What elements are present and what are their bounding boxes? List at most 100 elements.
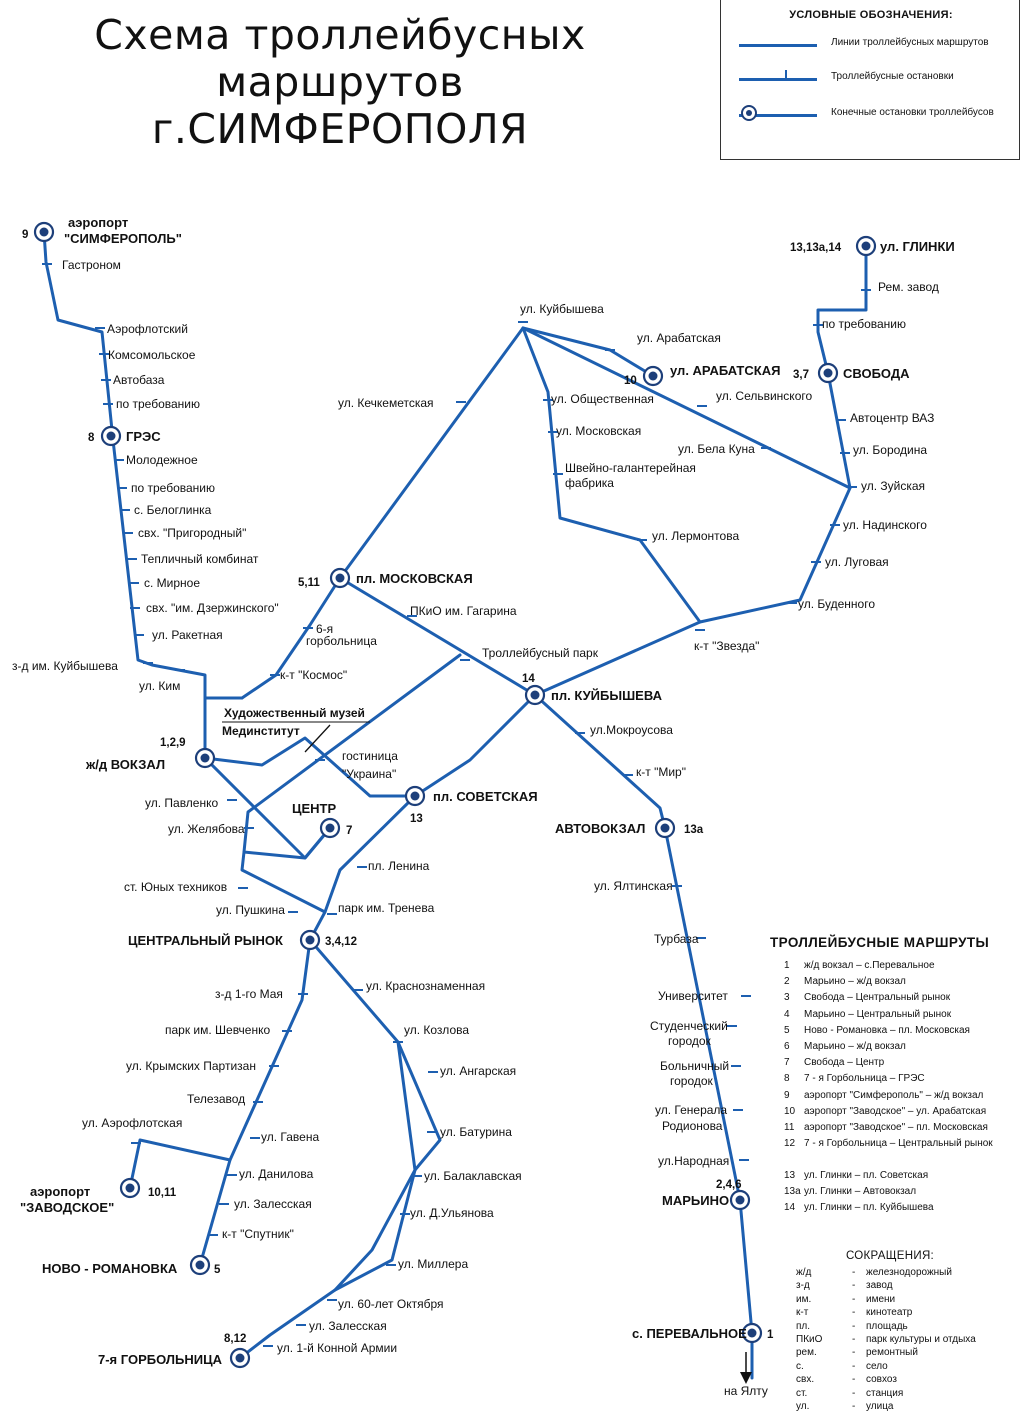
stop-label: ул. Генерала	[655, 1103, 727, 1117]
terminal-dot-icon	[200, 753, 210, 763]
stop-label: Студенческий	[650, 1019, 728, 1033]
route-description: Марьино – Центральный рынок	[804, 1008, 952, 1020]
terminal-marino	[729, 1189, 751, 1211]
route-number: 11	[784, 1121, 795, 1133]
terminal-route-numbers: 8	[88, 432, 95, 444]
terminal-line-symbol	[739, 114, 817, 117]
stop-label: парк им. Тренева	[338, 901, 435, 915]
stop-label: Комсомольское	[108, 348, 196, 362]
route-number: 1	[784, 960, 790, 971]
stop-label: ул. Пушкина	[216, 903, 285, 917]
terminal-route-numbers: 1,2,9	[160, 737, 186, 749]
stop-label: по требованию	[116, 397, 200, 411]
abbreviation-item: пл.-площадь	[790, 1320, 1020, 1333]
stop-label: Молодежное	[126, 453, 198, 467]
route-number: 8	[784, 1073, 790, 1085]
terminal-route-numbers: 1	[767, 1329, 774, 1341]
abbreviation-item: с.-село	[790, 1360, 1020, 1373]
abbreviation-value: село	[866, 1360, 888, 1372]
terminal-dot-icon	[823, 368, 833, 378]
stop-label: фабрика	[565, 476, 614, 490]
terminal-dot-icon	[125, 1183, 135, 1193]
stop-label: на Ялту	[724, 1384, 768, 1398]
abbreviation-value: совхоз	[866, 1374, 897, 1386]
route-number: 2	[784, 976, 790, 988]
stop-label: ул. Сельвинского	[716, 389, 812, 403]
line-moskovskaya-to-kuibysheva-st	[338, 326, 525, 580]
route-number: 4	[784, 1008, 790, 1020]
stop-label: ул. Ялтинская	[594, 879, 673, 893]
stop-label: по требованию	[131, 481, 215, 495]
terminal-label: пл. СОВЕТСКАЯ	[433, 789, 538, 804]
line-kuibysheva-st-to-lermontova	[521, 326, 702, 624]
stop-label: ул. Данилова	[239, 1167, 314, 1181]
route-description: аэропорт "Симферополь" – ж/д вокзал	[804, 1089, 984, 1101]
abbreviation-key: ул.	[796, 1400, 810, 1412]
abbreviation-item: ПКиО-парк культуры и отдыха	[790, 1333, 1020, 1346]
terminal-dot-icon	[410, 791, 420, 801]
stop-label: ул. Залесская	[234, 1197, 312, 1211]
abbreviation-value: завод	[866, 1280, 893, 1292]
terminal-dot-icon	[305, 935, 315, 945]
terminal-dot-icon	[195, 1260, 205, 1270]
terminal-airport-simf	[33, 221, 55, 243]
stop-label: ул. Аэрофлотская	[82, 1116, 182, 1130]
stop-label: ул.Народная	[658, 1154, 729, 1168]
terminal-dot-icon	[861, 241, 871, 251]
abbreviation-key: к-т	[796, 1307, 809, 1319]
terminal-route-numbers: 14	[522, 673, 535, 685]
terminal-route-numbers: 3,7	[793, 369, 809, 381]
line-tsentr-to-pushkina	[240, 850, 327, 914]
terminal-route-numbers: 13а	[684, 824, 704, 836]
stop-line-symbol	[739, 78, 817, 81]
stop-label: ул. Кечкеметская	[338, 396, 434, 410]
route-description: аэропорт "Заводское" – ул. Арабатская	[804, 1105, 987, 1117]
route-description: ул. Глинки – пл. Советская	[804, 1170, 929, 1182]
line-kozlova-loop	[396, 1040, 442, 1172]
abbreviation-value: кинотеатр	[866, 1307, 913, 1319]
stop-label: ул. Куйбышева	[520, 302, 604, 316]
stop-label: ул. Бородина	[853, 443, 927, 457]
stop-label: к-т "Мир"	[636, 765, 686, 779]
stop-label: ул. Ангарская	[440, 1064, 516, 1078]
abbreviation-item: ул.-улица	[790, 1400, 1020, 1413]
stop-label: ул. Крымских Партизан	[126, 1059, 256, 1073]
stop-label: ул. Батурина	[440, 1125, 512, 1139]
terminal-dot-icon	[648, 371, 658, 381]
stop-label: по требованию	[822, 317, 906, 331]
line-aeroflotskaya-branch	[128, 1138, 232, 1190]
abbreviation-value: парк культуры и отдыха	[866, 1333, 976, 1345]
stop-label: Рем. завод	[878, 280, 939, 294]
terminal-route-numbers: 7	[346, 825, 352, 837]
terminal-avtovokzal	[654, 817, 676, 839]
stop-label: к-т "Космос"	[280, 668, 347, 682]
stop-label: свх. "Пригородный"	[138, 526, 246, 540]
stop-label: ул. Буденного	[798, 597, 875, 611]
stop-label: ул. Ракетная	[152, 628, 223, 642]
route-description: Марьино – ж/д вокзал	[804, 1040, 906, 1052]
stop-label: Автобаза	[113, 373, 165, 387]
terminal-label: 7-я ГОРБОЛЬНИЦА	[98, 1352, 223, 1367]
routes-title: ТРОЛЛЕЙБУСНЫЕ МАРШРУТЫ	[770, 935, 990, 950]
terminal-label: "ЗАВОДСКОЕ"	[20, 1200, 114, 1215]
terminal-label: ГРЭС	[126, 429, 161, 444]
abbreviation-dash: -	[852, 1267, 856, 1278]
stop-label: ул. Краснознаменная	[366, 979, 485, 993]
abbreviation-key: с.	[796, 1360, 804, 1372]
terminal-label: АВТОВОКЗАЛ	[555, 821, 645, 836]
line-vokzal-to-sovetskaya	[203, 736, 417, 798]
stop-label: ул. Миллера	[398, 1257, 468, 1271]
abbreviation-key: ж/д	[796, 1267, 812, 1278]
terminal-route-numbers: 2,4,6	[716, 1179, 742, 1191]
stop-label: ул. Желябова	[168, 822, 245, 836]
route-item: 4 Марьино – Центральный рынок	[770, 1007, 1020, 1023]
route-number: 13а	[784, 1186, 801, 1198]
terminal-arabatskaya	[642, 365, 664, 387]
